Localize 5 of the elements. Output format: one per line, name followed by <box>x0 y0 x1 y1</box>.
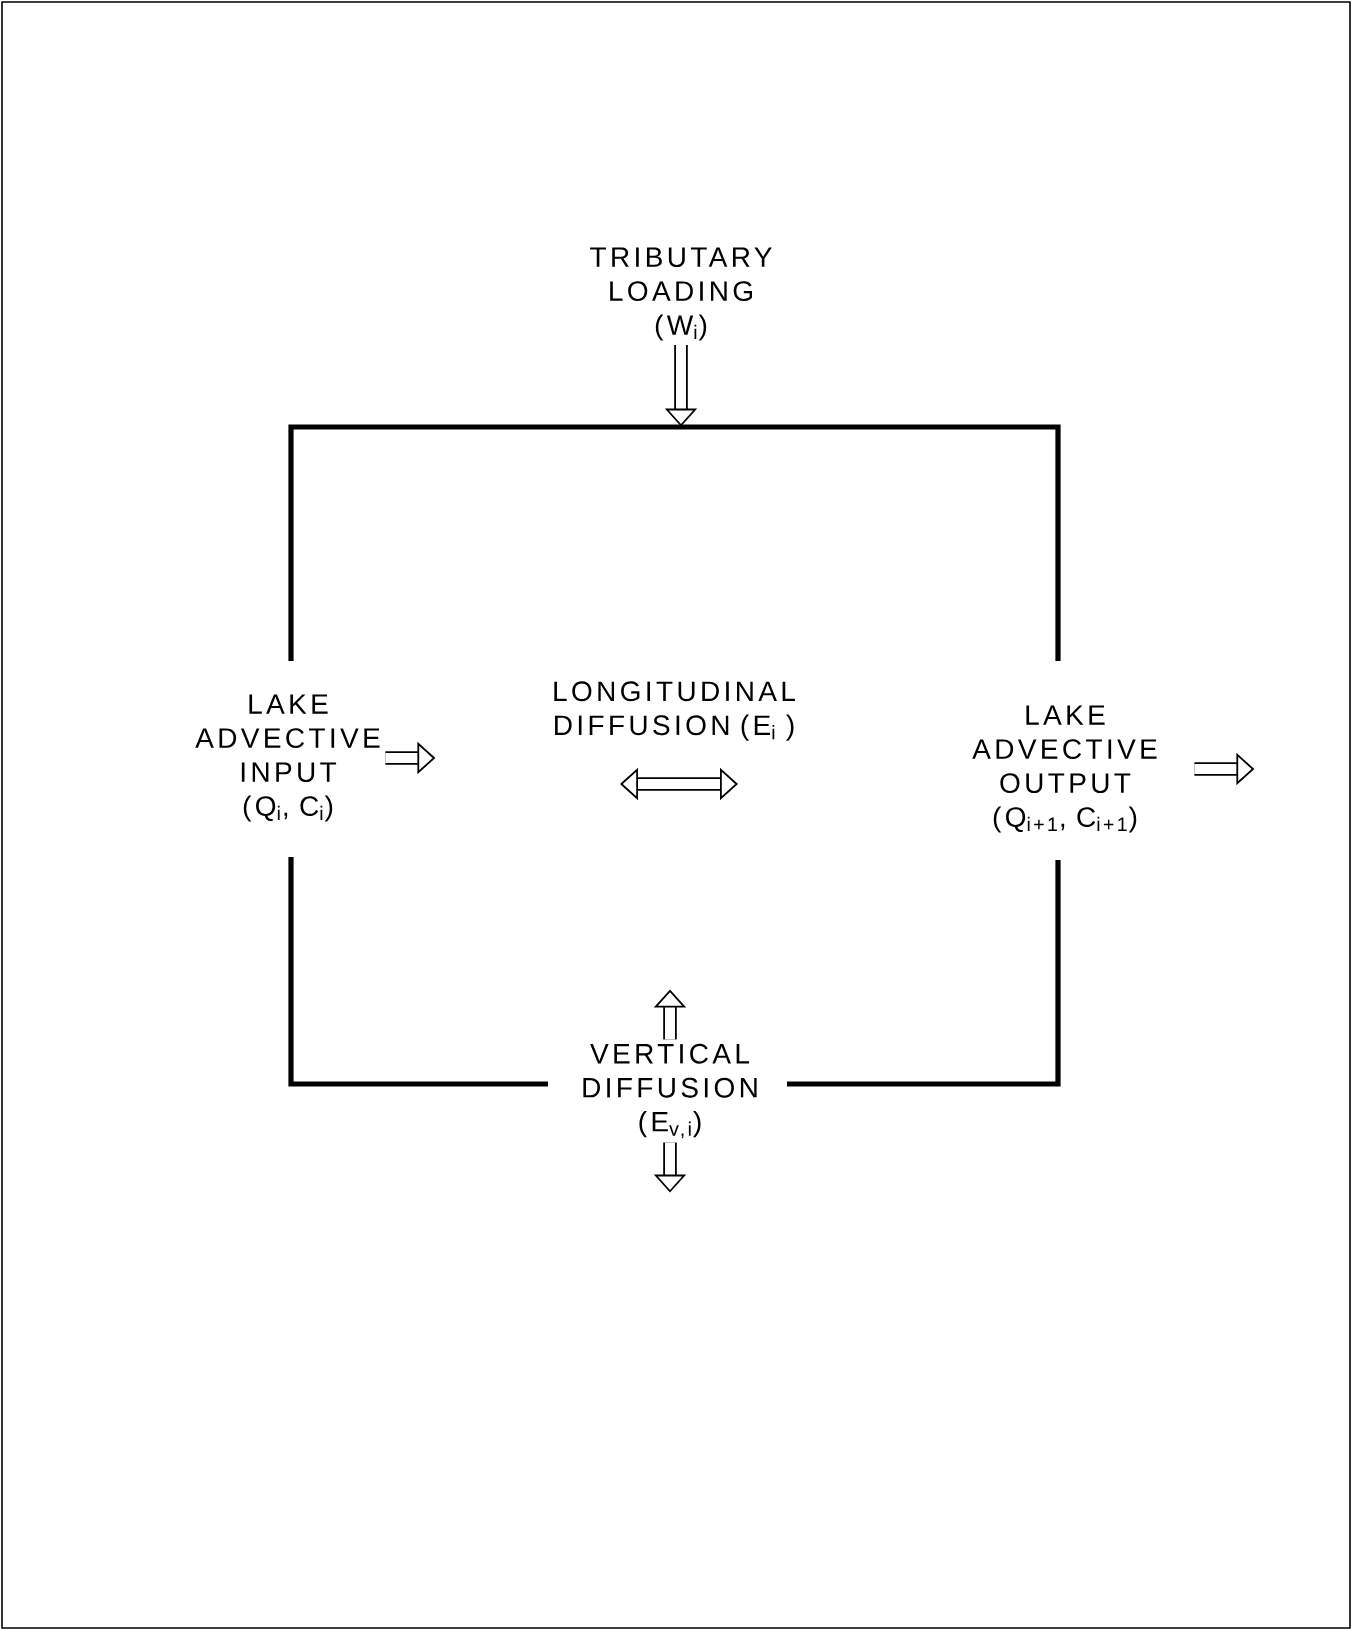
process-label: LAKE ADVECTIVE OUTPUT (Q$_{i+1}$, C$_{i+1}$) <box>972 705 1157 833</box>
process-label: LAKE ADVECTIVE INPUT (Q$_{i}$, C$_{i}$) <box>195 694 380 822</box>
process-label: LONGITUDINAL DIFFUSION (E$_{i}$ ) <box>554 681 795 741</box>
process-label: VERTICAL DIFFUSION (E$_{v,i}$) <box>583 1043 757 1139</box>
process-label: TRIBUTARY LOADING (W$_{i}$) <box>590 247 772 341</box>
